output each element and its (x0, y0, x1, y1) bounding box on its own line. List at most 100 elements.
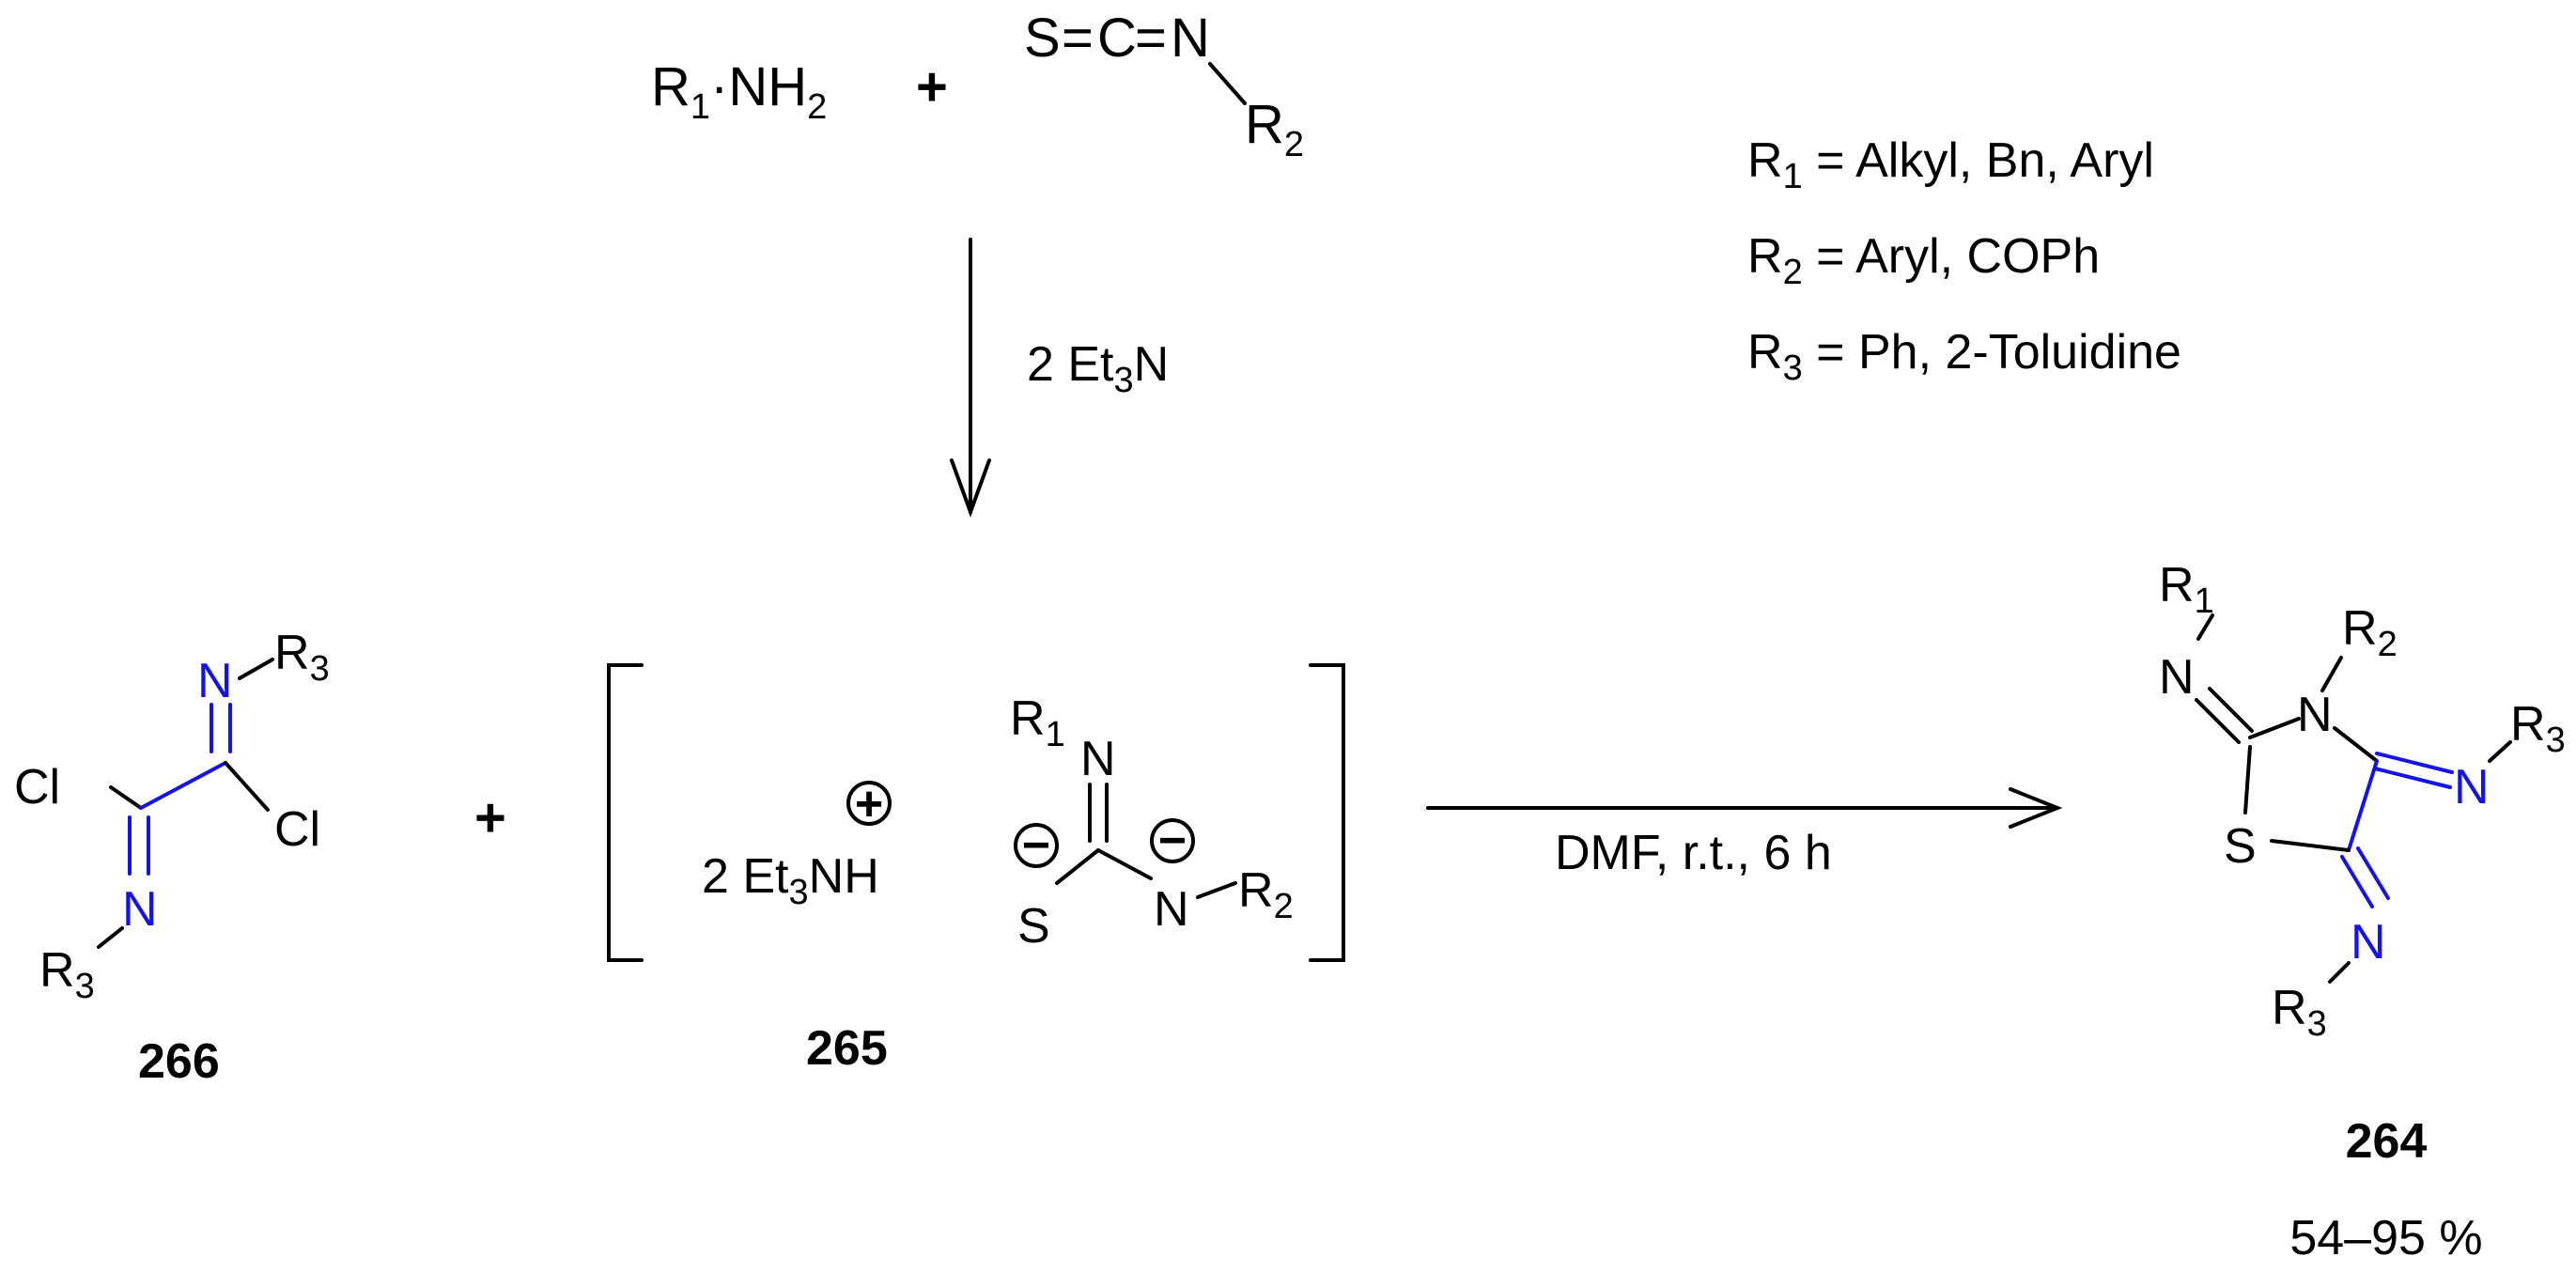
compound-266: Cl Cl N R3 N R3 266 (14, 626, 330, 1089)
p-bond-c2-s (2243, 745, 2252, 815)
positive-charge-circle (846, 781, 892, 826)
anion-r1: R (1010, 691, 1046, 746)
svg-text:R1: R1 (1010, 691, 1065, 754)
negative-charge-n-circle (1150, 818, 1195, 863)
anion-bond-cn-right (1096, 848, 1153, 880)
isothiocyanate-c: C (1097, 8, 1137, 69)
svg-text:R1·NH2: R1·NH2 (651, 56, 827, 127)
isothiocyanate-reagent: S = C = N R2 (1024, 8, 1304, 164)
step1-tail: N (1134, 337, 1170, 392)
p-r2: R (2342, 601, 2378, 656)
bracket-right (1309, 663, 1345, 962)
plus-sign-top: + (916, 56, 948, 117)
p-n3: N (2297, 688, 2333, 742)
positive-charge-sign: + (855, 777, 883, 831)
p-r3-bottom: R (2272, 981, 2307, 1035)
p-bond-n5-r3 (2328, 961, 2351, 984)
compound-264: R1 N N R2 S N R3 N R3 264 54–95 % (2159, 558, 2566, 1265)
p-bond-c4-n-b (2373, 767, 2452, 789)
amine-rest-sub: 2 (807, 87, 827, 127)
step2-arrow (1426, 787, 2063, 829)
p-n5: N (2351, 915, 2386, 970)
triethylammonium-cation: 2 Et3NH + (702, 777, 892, 912)
definition-r1: R1 = Alkyl, Bn, Aryl (1747, 133, 2154, 196)
p-bond-n3-r2 (2320, 656, 2343, 692)
isothiocyanate-n: N (1171, 8, 1210, 69)
label-264: 264 (2346, 1114, 2428, 1169)
negative-charge-n-sign: − (1158, 814, 1187, 868)
isothiocyanate-s: S (1024, 8, 1061, 69)
p-bond-exo-b (2208, 687, 2254, 733)
cation-coeff: 2 Et (702, 849, 789, 904)
cl-right: Cl (274, 802, 320, 857)
p-r1-sub: 1 (2195, 582, 2214, 621)
negative-charge-s-circle (1014, 823, 1059, 868)
p-bond-s-c5 (2270, 839, 2351, 852)
thiourea-dianion: R1 N S − N − R2 (1010, 691, 1294, 954)
anion-r2: R (1238, 863, 1274, 918)
r3-top: R (274, 626, 310, 680)
isothiocyanate-r-sub: 2 (1284, 125, 1304, 164)
yield: 54–95 % (2289, 1211, 2482, 1265)
p-bond-c2-n3 (2248, 717, 2301, 739)
amine-reagent: R1·NH2 (651, 56, 827, 127)
bracket-left (607, 663, 644, 962)
compound-265: 2 Et3NH + R1 N S − N − R2 265 (607, 663, 1345, 1076)
anion-s: S (1017, 899, 1050, 954)
p-r3-right-sub: 3 (2546, 721, 2566, 760)
bond-cl-right (224, 761, 270, 812)
step1-reagent: 2 Et3N (1027, 337, 1169, 400)
svg-text:R2: R2 (2342, 601, 2398, 664)
substituent-definitions: R1 = Alkyl, Bn, Aryl R2 = Aryl, COPh R3 … (1747, 133, 2181, 388)
r3-bottom-sub: 3 (75, 967, 95, 1006)
step2-conditions: DMF, r.t., 6 h (1555, 826, 1832, 880)
anion-bond-cs (1055, 848, 1100, 885)
svg-text:R2: R2 (1245, 94, 1304, 164)
n-bottom: N (122, 882, 158, 937)
p-r2-sub: 2 (2378, 625, 2398, 664)
step1-arrow (950, 238, 991, 518)
p-bond-c4-c5 (2347, 759, 2379, 852)
p-r3-bottom-sub: 3 (2307, 1004, 2327, 1044)
p-bond-n4-r3 (2488, 740, 2512, 763)
r3-top-sub: 3 (310, 649, 330, 689)
p-n4: N (2454, 760, 2490, 815)
isothiocyanate-bond (1208, 62, 1247, 105)
definition-r3: R3 = Ph, 2-Toluidine (1747, 325, 2181, 388)
cation-tail: NH (809, 849, 879, 904)
p-bond-c4-n-a (2375, 752, 2454, 774)
step1-sub: 3 (1114, 361, 1134, 400)
cation-sub: 3 (789, 873, 809, 912)
bond-n-r3-bottom (97, 926, 124, 949)
amine-r-sub: 1 (691, 87, 710, 127)
p-bond-exo-a (2195, 698, 2241, 744)
svg-text:R3: R3 (274, 626, 330, 689)
bond-n-r3-top (238, 658, 274, 680)
cl-left: Cl (14, 760, 60, 815)
r3-bottom: R (39, 943, 75, 998)
definition-r2: R2 = Aryl, COPh (1747, 229, 2100, 292)
isothiocyanate-eq2: = (1135, 8, 1167, 69)
p-r1: R (2159, 558, 2195, 613)
p-r3-right: R (2510, 697, 2546, 752)
amine-r: R (651, 56, 691, 117)
svg-text:R2: R2 (1238, 863, 1294, 926)
svg-text:R3: R3 (2510, 697, 2566, 760)
anion-bond-n-r2 (1196, 881, 1237, 899)
label-266: 266 (138, 1034, 220, 1089)
svg-text:R3: R3 (39, 943, 95, 1006)
p-bond-c5-n-b (2356, 846, 2390, 900)
anion-n-top: N (1080, 732, 1116, 786)
anion-r1-sub: 1 (1046, 715, 1065, 754)
p-n-left: N (2159, 650, 2195, 705)
bond-cl-left (109, 785, 143, 810)
n-top: N (197, 654, 233, 708)
p-bond-r1-n (2196, 613, 2214, 641)
label-265: 265 (806, 1021, 888, 1076)
p-bond-n3-c4 (2333, 726, 2379, 763)
plus-sign-middle: + (474, 787, 506, 848)
amine-rest: ·NH (710, 56, 807, 117)
svg-text:R3: R3 (2272, 981, 2327, 1044)
isothiocyanate-r: R (1245, 94, 1284, 155)
